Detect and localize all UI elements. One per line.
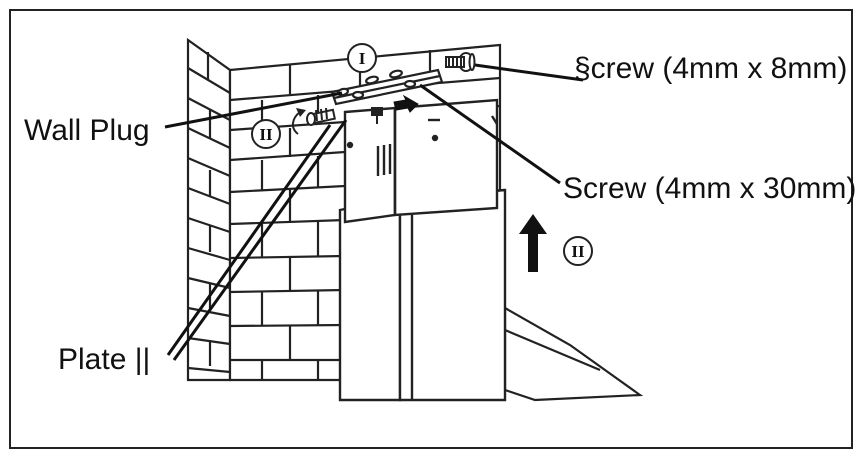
screw-below-bracket bbox=[371, 107, 383, 124]
leader-screw-large bbox=[419, 83, 561, 185]
label-screw-large: Screw (4mm x 30mm) bbox=[563, 172, 856, 205]
step-marker-one: I bbox=[347, 43, 377, 73]
mounting-bracket bbox=[330, 68, 444, 106]
label-screw-small: §crew (4mm x 8mm) bbox=[574, 52, 847, 85]
rotation-arrowhead bbox=[296, 108, 306, 117]
step-marker-two-right-label: II bbox=[571, 242, 585, 261]
leader-screw-small bbox=[474, 63, 584, 82]
leader-wall-plug bbox=[164, 91, 343, 129]
push-arrow bbox=[393, 94, 419, 113]
up-arrow-icon bbox=[519, 214, 547, 272]
chimney-lower bbox=[338, 188, 507, 402]
leader-plate-a bbox=[166, 124, 332, 356]
leader-lines bbox=[164, 63, 584, 361]
step-marker-one-label: I bbox=[359, 49, 366, 68]
leader-plate-b bbox=[172, 119, 348, 361]
screw-small-icon bbox=[445, 52, 476, 72]
chimney-upper bbox=[343, 98, 499, 224]
wall-plug-screw-icon bbox=[306, 107, 336, 126]
step-marker-two-left: II bbox=[251, 119, 281, 149]
step-marker-two-right: II bbox=[563, 236, 593, 266]
rotation-arrow-icon bbox=[292, 111, 301, 135]
step-marker-two-left-label: II bbox=[259, 125, 273, 144]
label-wall-plug: Wall Plug bbox=[24, 114, 150, 147]
label-plate: Plate || bbox=[58, 343, 150, 376]
